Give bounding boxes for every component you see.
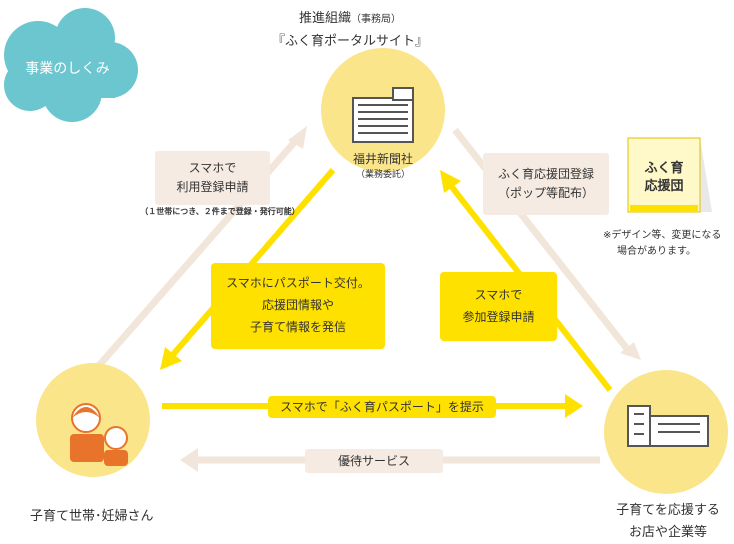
design-note-line2: 場合があります。 (617, 246, 696, 257)
passport-issue-line1: スマホにパスポート交付。 (226, 276, 370, 290)
org-title: 推進組織（事務局） 『ふく育ポータルサイト』 (230, 8, 470, 53)
passport-issue-line3: 子育て情報を発信 (249, 320, 346, 334)
user-registration-line1: スマホで (188, 161, 237, 175)
org-node-name: 福井新聞社 (352, 152, 413, 166)
user-registration-note: （１世帯につき、２件まで登録・発行可能） (140, 207, 300, 216)
family-icon (70, 403, 128, 466)
pop-stand-image (627, 137, 712, 213)
shop-label-line2: お店や企業等 (628, 525, 707, 540)
newspaper-building-icon (352, 87, 414, 143)
org-title-line1: 推進組織 (298, 11, 351, 26)
cloud-label: 事業のしくみ (25, 61, 110, 77)
shop-apply-line2: 参加登録申請 (462, 310, 535, 324)
shop-registration-box: ふく育応援団登録 （ポップ等配布） (483, 153, 609, 215)
org-title-line2: 『ふく育ポータルサイト』 (271, 34, 428, 49)
beige-arrowheads (180, 126, 641, 472)
pop-line1: ふく育 (644, 161, 684, 176)
user-registration-line2: 利用登録申請 (176, 180, 249, 194)
design-note: ※デザイン等、変更になる 場合があります。 (603, 228, 721, 260)
pop-text: ふく育 応援団 (628, 160, 700, 196)
org-node-label: 福井新聞社 （業務委託） (333, 150, 433, 180)
design-note-line1: ※デザイン等、変更になる (603, 230, 722, 241)
shop-label-line1: 子育てを応援する (616, 503, 720, 518)
shop-registration-line1: ふく育応援団登録 (497, 167, 594, 181)
shop-apply-box: スマホで 参加登録申請 (440, 272, 557, 341)
shop-registration-line2: （ポップ等配布） (497, 186, 594, 200)
shop-apply-line1: スマホで (474, 288, 523, 302)
passport-issue-box: スマホにパスポート交付。 応援団情報や 子育て情報を発信 (211, 263, 385, 349)
org-node-sub: （業務委託） (355, 170, 410, 180)
org-title-line1-small: （事務局） (351, 14, 401, 25)
pop-line2: 応援団 (644, 179, 684, 194)
yellow-arrowheads (160, 170, 583, 418)
service-box: 優待サービス (305, 449, 443, 473)
user-registration-box: スマホで 利用登録申請 (155, 151, 270, 205)
passport-issue-line2: 応援団情報や (261, 298, 334, 312)
present-passport-box: スマホで「ふく育パスポート」を提示 (268, 396, 496, 418)
company-building-icon (627, 405, 709, 447)
family-label: 子育て世帯･妊婦さん (30, 509, 154, 524)
shop-label: 子育てを応援する お店や企業等 (598, 500, 734, 544)
cloud-shape (4, 8, 138, 122)
